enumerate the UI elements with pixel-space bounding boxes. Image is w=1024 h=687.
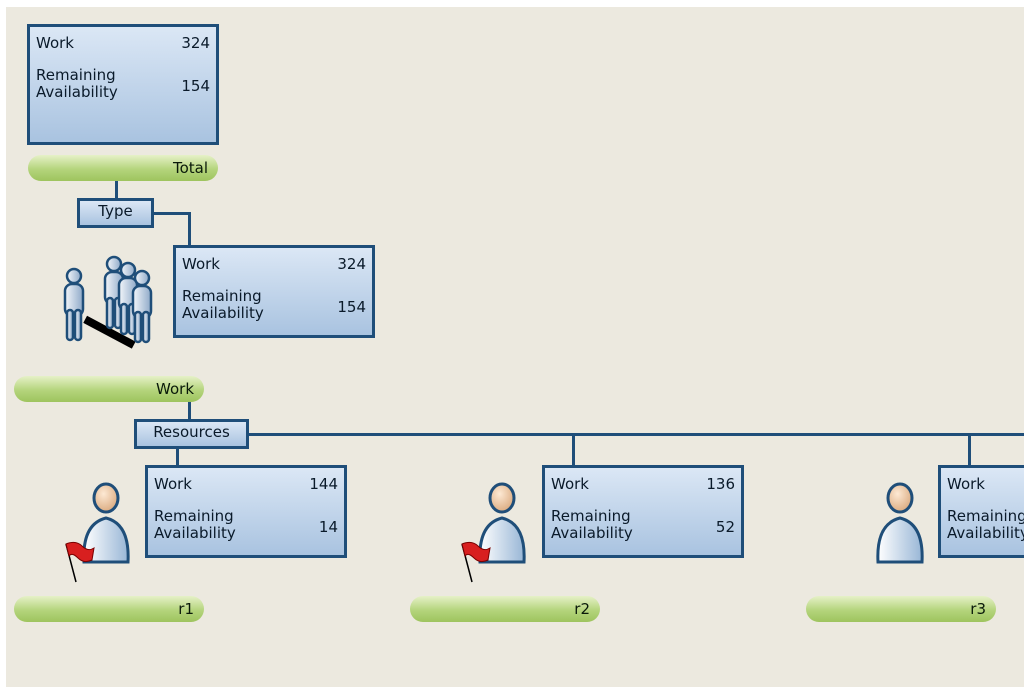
- person-icon: [876, 482, 924, 564]
- work-label: Work: [154, 475, 192, 493]
- connector-line: [968, 433, 971, 466]
- work-value: 324: [181, 34, 210, 52]
- connector-line: [188, 400, 191, 420]
- connector-line: [176, 446, 179, 466]
- work-value: 136: [706, 475, 735, 493]
- connector-line: [188, 212, 191, 246]
- work-label: Work: [182, 255, 220, 273]
- resource-pill-r1[interactable]: r1: [14, 596, 204, 622]
- connector-line: [572, 433, 575, 466]
- work-label: Work: [36, 34, 74, 52]
- work-pill[interactable]: Work: [14, 376, 204, 402]
- person-icon: [478, 482, 526, 564]
- connector-line: [115, 180, 118, 200]
- resource-pill-r3[interactable]: r3: [806, 596, 996, 622]
- work-label: Work: [947, 475, 985, 493]
- flag-icon: [461, 541, 491, 583]
- resources-tag[interactable]: Resources: [134, 419, 249, 449]
- remaining-value: 14: [318, 518, 338, 536]
- connector-line: [153, 212, 191, 215]
- total-pill[interactable]: Total: [28, 155, 218, 181]
- type-tag[interactable]: Type: [77, 198, 154, 228]
- resource-group-icon: [63, 255, 153, 349]
- flag-icon: [65, 541, 95, 583]
- work-label: Work: [551, 475, 589, 493]
- remaining-value: 52: [715, 518, 735, 536]
- resource-pill-r2[interactable]: r2: [410, 596, 600, 622]
- connector-line: [248, 433, 1024, 436]
- work-value: 324: [337, 255, 366, 273]
- work-value: 144: [309, 475, 338, 493]
- remaining-value: 154: [181, 77, 210, 95]
- person-icon: [82, 482, 130, 564]
- remaining-value: 154: [337, 298, 366, 316]
